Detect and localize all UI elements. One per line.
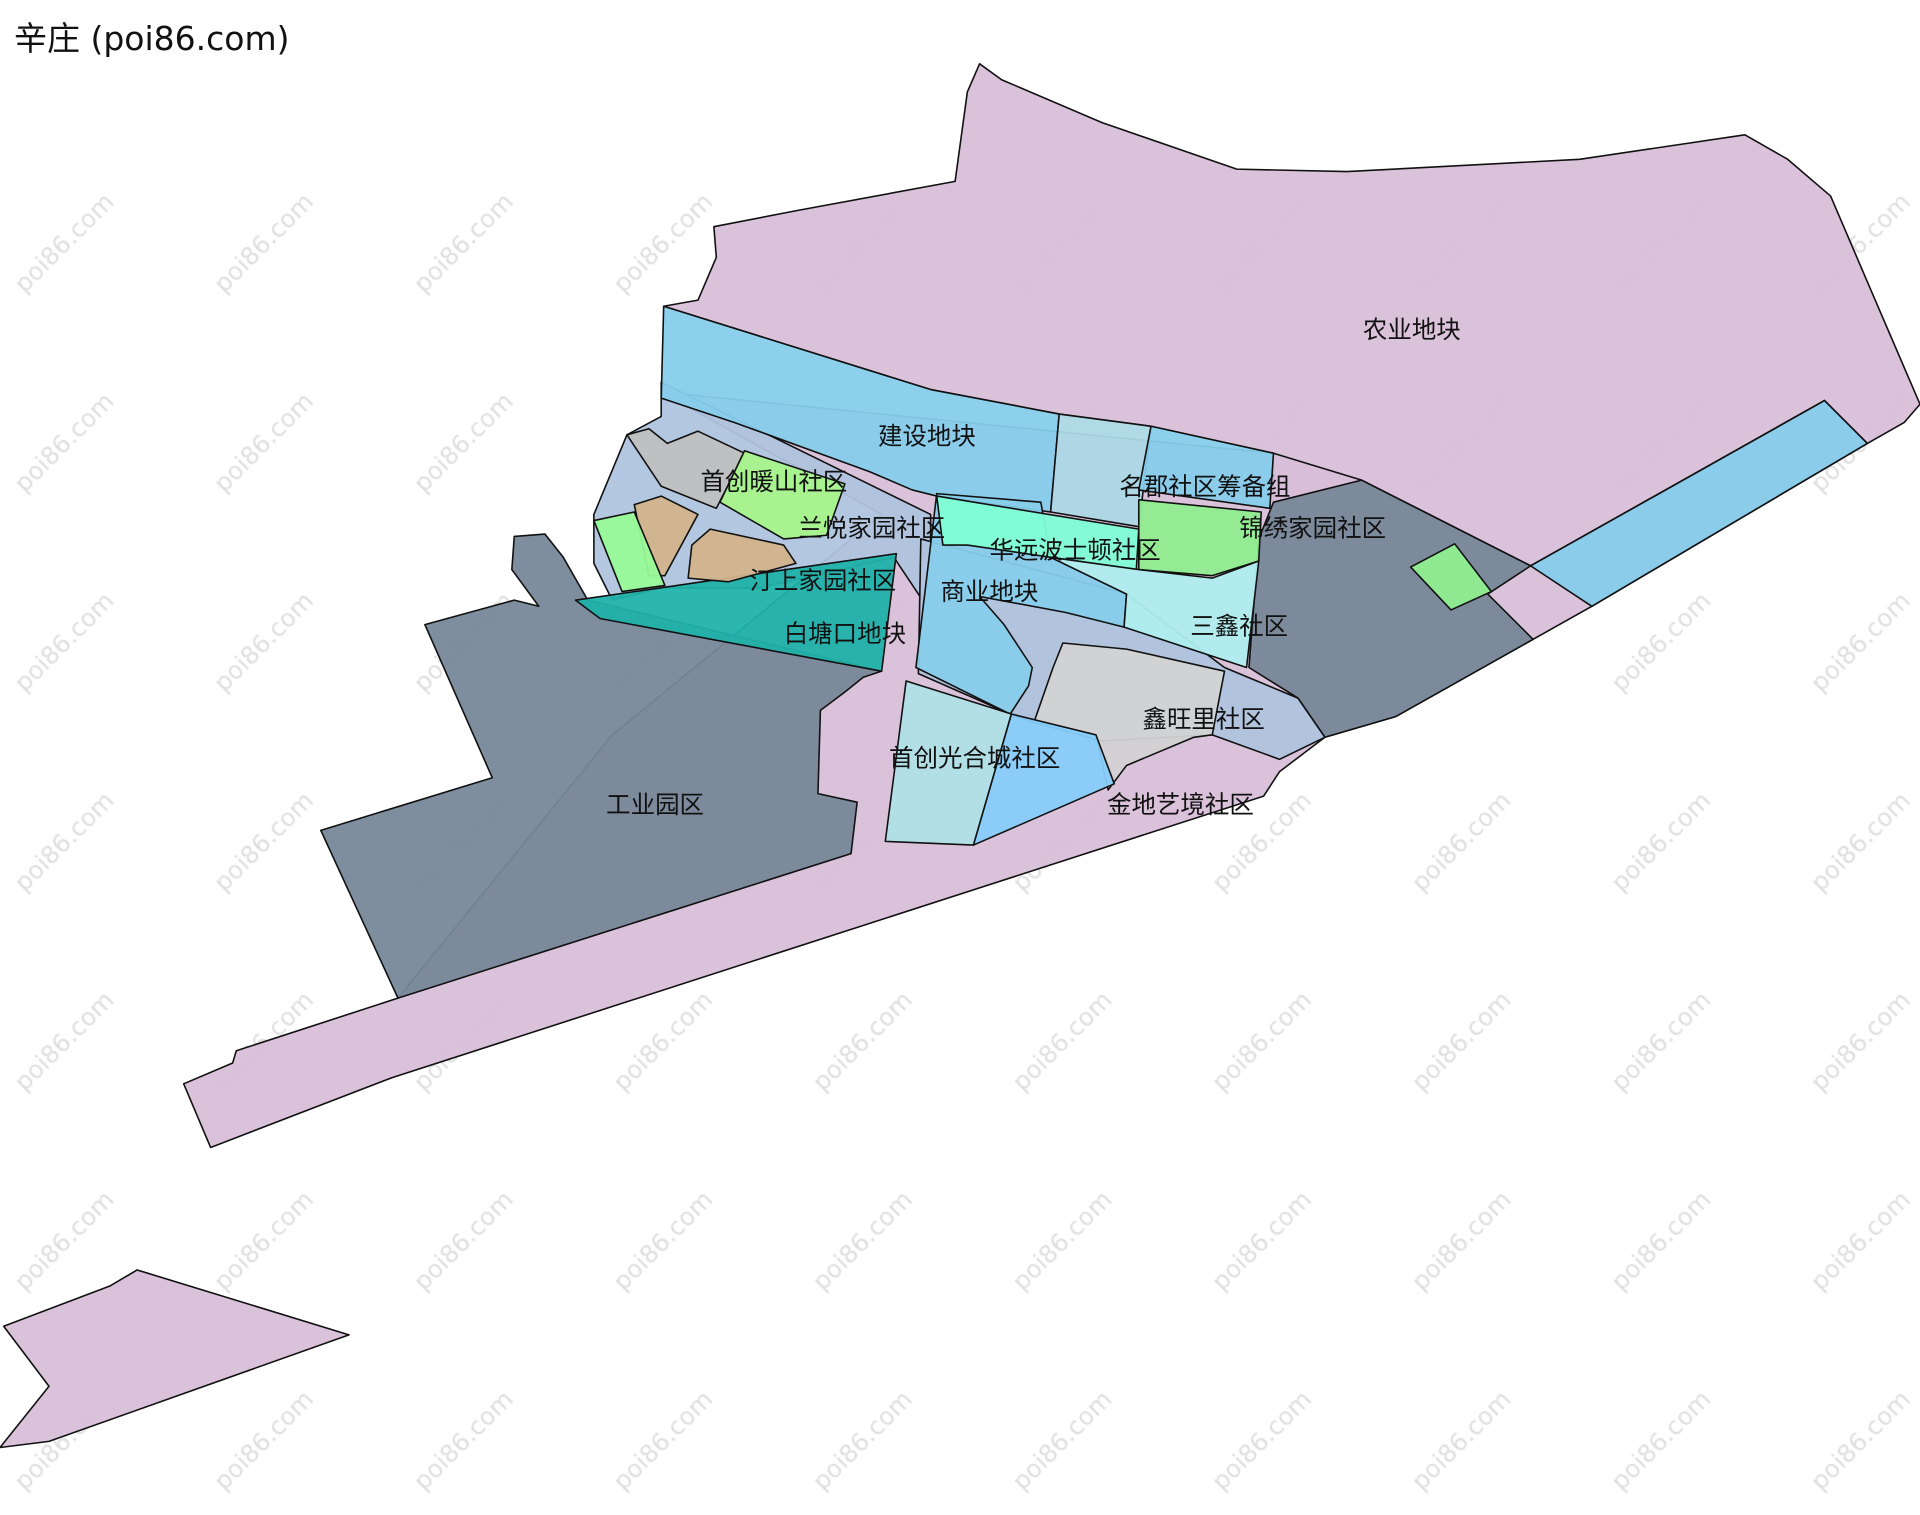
region-jinxiu[interactable] [1137,498,1263,577]
region-label: 首创光合城社区 [889,744,1060,773]
region-ne_blue[interactable] [1529,399,1869,608]
region-label: 华远波士顿社区 [989,536,1160,565]
region-label: 名郡社区筹备组 [1119,472,1290,501]
region-label: 金地艺境社区 [1107,790,1254,819]
region-label: 农业地块 [1363,315,1461,344]
region-xinwangli[interactable] [1033,642,1226,791]
region-label: 工业园区 [606,790,704,819]
region-baitang[interactable] [574,552,898,672]
region-mingjun[interactable] [1049,413,1152,528]
region-jianshe[interactable] [660,305,1060,513]
region-mingjun2[interactable] [1137,425,1275,510]
region-green_sq[interactable] [1409,543,1493,611]
region-label: 锦绣家园社区 [1239,513,1386,542]
region-jindi[interactable] [972,713,1116,846]
region-label: 首创暖山社区 [700,467,847,496]
map-title: 辛庄 (poi86.com) [14,19,290,58]
region-layer [0,63,1920,1449]
region-label: 白塘口地块 [784,619,906,648]
region-nuanshan[interactable] [626,427,746,510]
region-sw[interactable] [0,1269,350,1449]
region-lanyue[interactable] [719,449,846,540]
region-label: 汀上家园社区 [749,566,896,595]
region-label: 三鑫社区 [1190,611,1288,640]
region-sanxin[interactable] [1049,556,1260,669]
region-label: 鑫旺里社区 [1143,705,1265,734]
region-tingshang[interactable] [687,528,797,583]
region-label: 兰悦家园社区 [798,513,945,542]
region-label: 商业地块 [940,577,1038,606]
region-palegreen[interactable] [593,511,666,593]
region-label: 建设地块 [878,422,976,451]
